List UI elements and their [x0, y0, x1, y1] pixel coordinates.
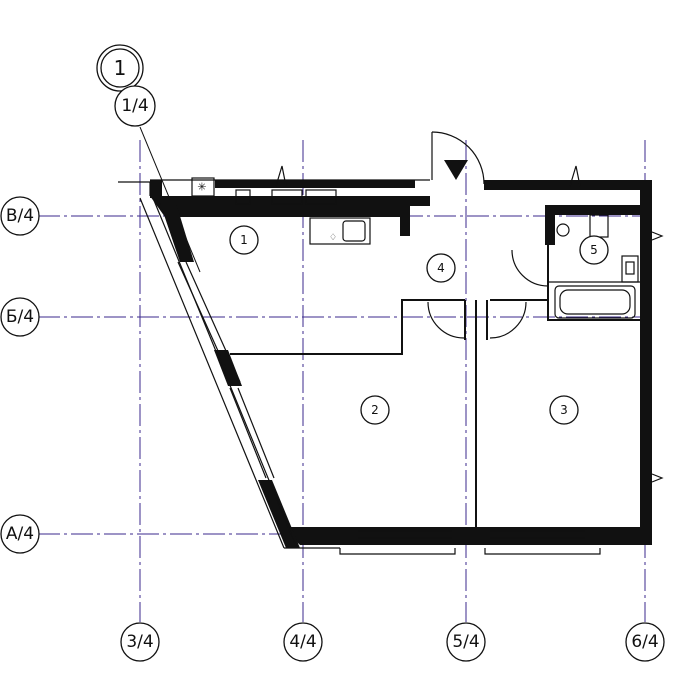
section-ref-bubble: [114, 85, 156, 127]
axis-label-3-4: 3/4: [126, 632, 153, 652]
facade-line-4: [185, 261, 241, 383]
axis-bubble-b-4: [0, 297, 40, 337]
entrance-arrow-icon: [444, 160, 468, 180]
axis-label-4-4: 4/4: [289, 632, 316, 652]
axis-bubbles: В/4 Б/4 А/4 3/4 4/4 5/4 6/4: [0, 196, 665, 662]
door-bath-swing: [511, 249, 549, 287]
cabinet-1: [235, 189, 251, 205]
wall-top-stub: [150, 180, 162, 198]
break-symbol-right-2: [651, 473, 664, 483]
axis-label-b-4: Б/4: [6, 307, 34, 327]
bathtub-icon: [554, 285, 636, 319]
room-5-bubble: [579, 235, 609, 265]
section-ref-label: 1/4: [121, 96, 148, 116]
section-marker-label: 1: [114, 56, 127, 80]
window-bottom-1: [339, 548, 456, 555]
wall-bath-left: [545, 205, 555, 245]
room-1-label: 1: [240, 233, 248, 247]
facade-line-2: [152, 197, 297, 547]
towel-rail-icon: [621, 255, 639, 283]
facade-line-3: [177, 261, 233, 383]
room-labels: 1 2 3 4 5: [229, 225, 609, 425]
axis-bubble-6-4: [625, 622, 665, 662]
axis-bubble-4-4: [283, 622, 323, 662]
partition-bath: [547, 245, 640, 321]
wall-slant-1: [160, 203, 194, 262]
wall-top-kitchen-band: [215, 180, 415, 188]
room-1-bubble: [229, 225, 259, 255]
room-4-bubble: [426, 253, 456, 283]
washbasin-icon: [556, 223, 570, 237]
door-entrance-swing: [431, 131, 485, 185]
shower-icon: [625, 261, 635, 275]
fan-icon: ✳: [197, 181, 206, 194]
room-5-label: 5: [590, 243, 598, 257]
door-room3-swing: [489, 301, 527, 339]
window-bottom-2: [484, 548, 601, 555]
facade-line-1: [139, 197, 285, 549]
wall-right: [640, 190, 652, 545]
outlines: [118, 179, 640, 555]
wall-bath-top: [545, 205, 640, 215]
toilet-icon: [589, 214, 609, 238]
facade-line-5: [229, 387, 267, 479]
wall-top-right: [484, 180, 652, 222]
room-2-bubble: [360, 395, 390, 425]
facade-line-6: [237, 387, 275, 479]
break-symbols: [275, 165, 664, 483]
axis-label-5-4: 5/4: [452, 632, 479, 652]
bathtub-inner: [559, 289, 631, 315]
bathroom-fixtures: [554, 214, 639, 319]
axis-bubble-5-4: [446, 622, 486, 662]
break-symbol-top-right: [569, 165, 581, 187]
outline-top: [118, 181, 151, 196]
break-symbol-right-1: [651, 231, 664, 241]
tap-icon: ♢: [329, 233, 337, 243]
room-3-label: 3: [560, 403, 568, 417]
axis-bubble-v-4: [0, 196, 40, 236]
axis-bubble-a-4: [0, 514, 40, 554]
sink-icon: [342, 220, 366, 242]
axis-bubble-3-4: [120, 622, 160, 662]
wall-bottom: [282, 527, 652, 545]
cabinet-3: [305, 189, 337, 205]
wall-partition-1: [400, 206, 410, 236]
kitchen-fixtures: ✳ ♢: [191, 177, 371, 245]
axis-label-a-4: А/4: [6, 524, 34, 544]
door-room2-swing: [427, 301, 465, 339]
room-4-label: 4: [437, 261, 445, 275]
section-marker: 1 1/4: [96, 44, 156, 127]
break-symbol-top-left: [275, 165, 287, 187]
doors: [427, 131, 549, 339]
axis-label-v-4: В/4: [6, 206, 34, 226]
wall-slant-3: [258, 480, 300, 548]
walls: [150, 180, 652, 548]
room-2-label: 2: [371, 403, 379, 417]
axis-label-6-4: 6/4: [631, 632, 658, 652]
cabinet-2: [271, 189, 303, 205]
wall-top-left: [150, 196, 430, 217]
stove-icon: [191, 177, 215, 197]
section-marker-inner: [100, 48, 140, 88]
partition-room1-bottom: [230, 299, 465, 355]
counter: [309, 217, 371, 245]
room-3-bubble: [549, 395, 579, 425]
